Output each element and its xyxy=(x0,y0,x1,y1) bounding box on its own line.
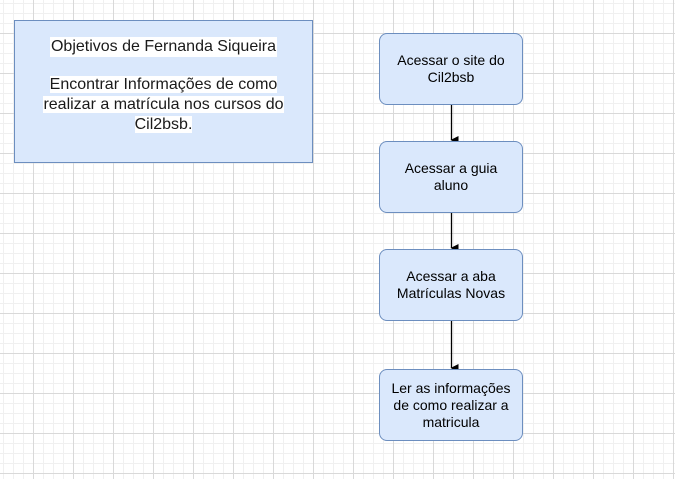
flow-step-read-info[interactable]: Ler as informações de como realizar a ma… xyxy=(379,369,523,441)
flow-step-label: Ler as informações de como realizar a ma… xyxy=(391,379,511,430)
objective-title: Objetivos de Fernanda Siqueira xyxy=(49,37,278,57)
flow-step-new-enrollments[interactable]: Acessar a aba Matrículas Novas xyxy=(379,249,523,321)
flow-step-label: Acessar a guia aluno xyxy=(404,160,498,193)
flow-step-access-site[interactable]: Acessar o site do Cil2bsb xyxy=(379,33,523,105)
flow-step-student-tab[interactable]: Acessar a guia aluno xyxy=(379,141,523,213)
flow-step-label: Acessar a aba Matrículas Novas xyxy=(396,268,506,301)
flow-step-label: Acessar o site do Cil2bsb xyxy=(397,52,505,85)
objective-text-wrapper: Encontrar Informações de como realizar a… xyxy=(29,75,299,135)
objective-note[interactable]: Objetivos de Fernanda Siqueira Encontrar… xyxy=(14,20,313,163)
